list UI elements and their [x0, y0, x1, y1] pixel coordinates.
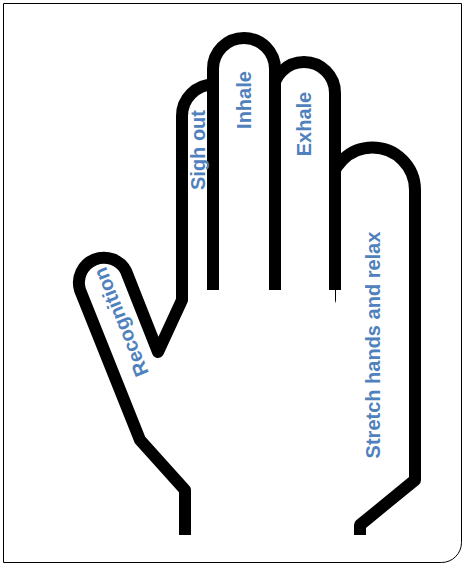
frame-border [4, 4, 462, 563]
little-finger-label: Stretch hands and relax [362, 232, 384, 459]
middle-finger-fill [213, 38, 275, 312]
ring-finger-fill [273, 62, 335, 312]
middle-finger-outline [213, 38, 275, 290]
ring-finger-outline [273, 62, 335, 290]
middle-finger-label: Inhale [233, 71, 255, 129]
ring-finger-label: Exhale [293, 92, 315, 156]
index-finger-label: Sigh out [187, 110, 209, 190]
